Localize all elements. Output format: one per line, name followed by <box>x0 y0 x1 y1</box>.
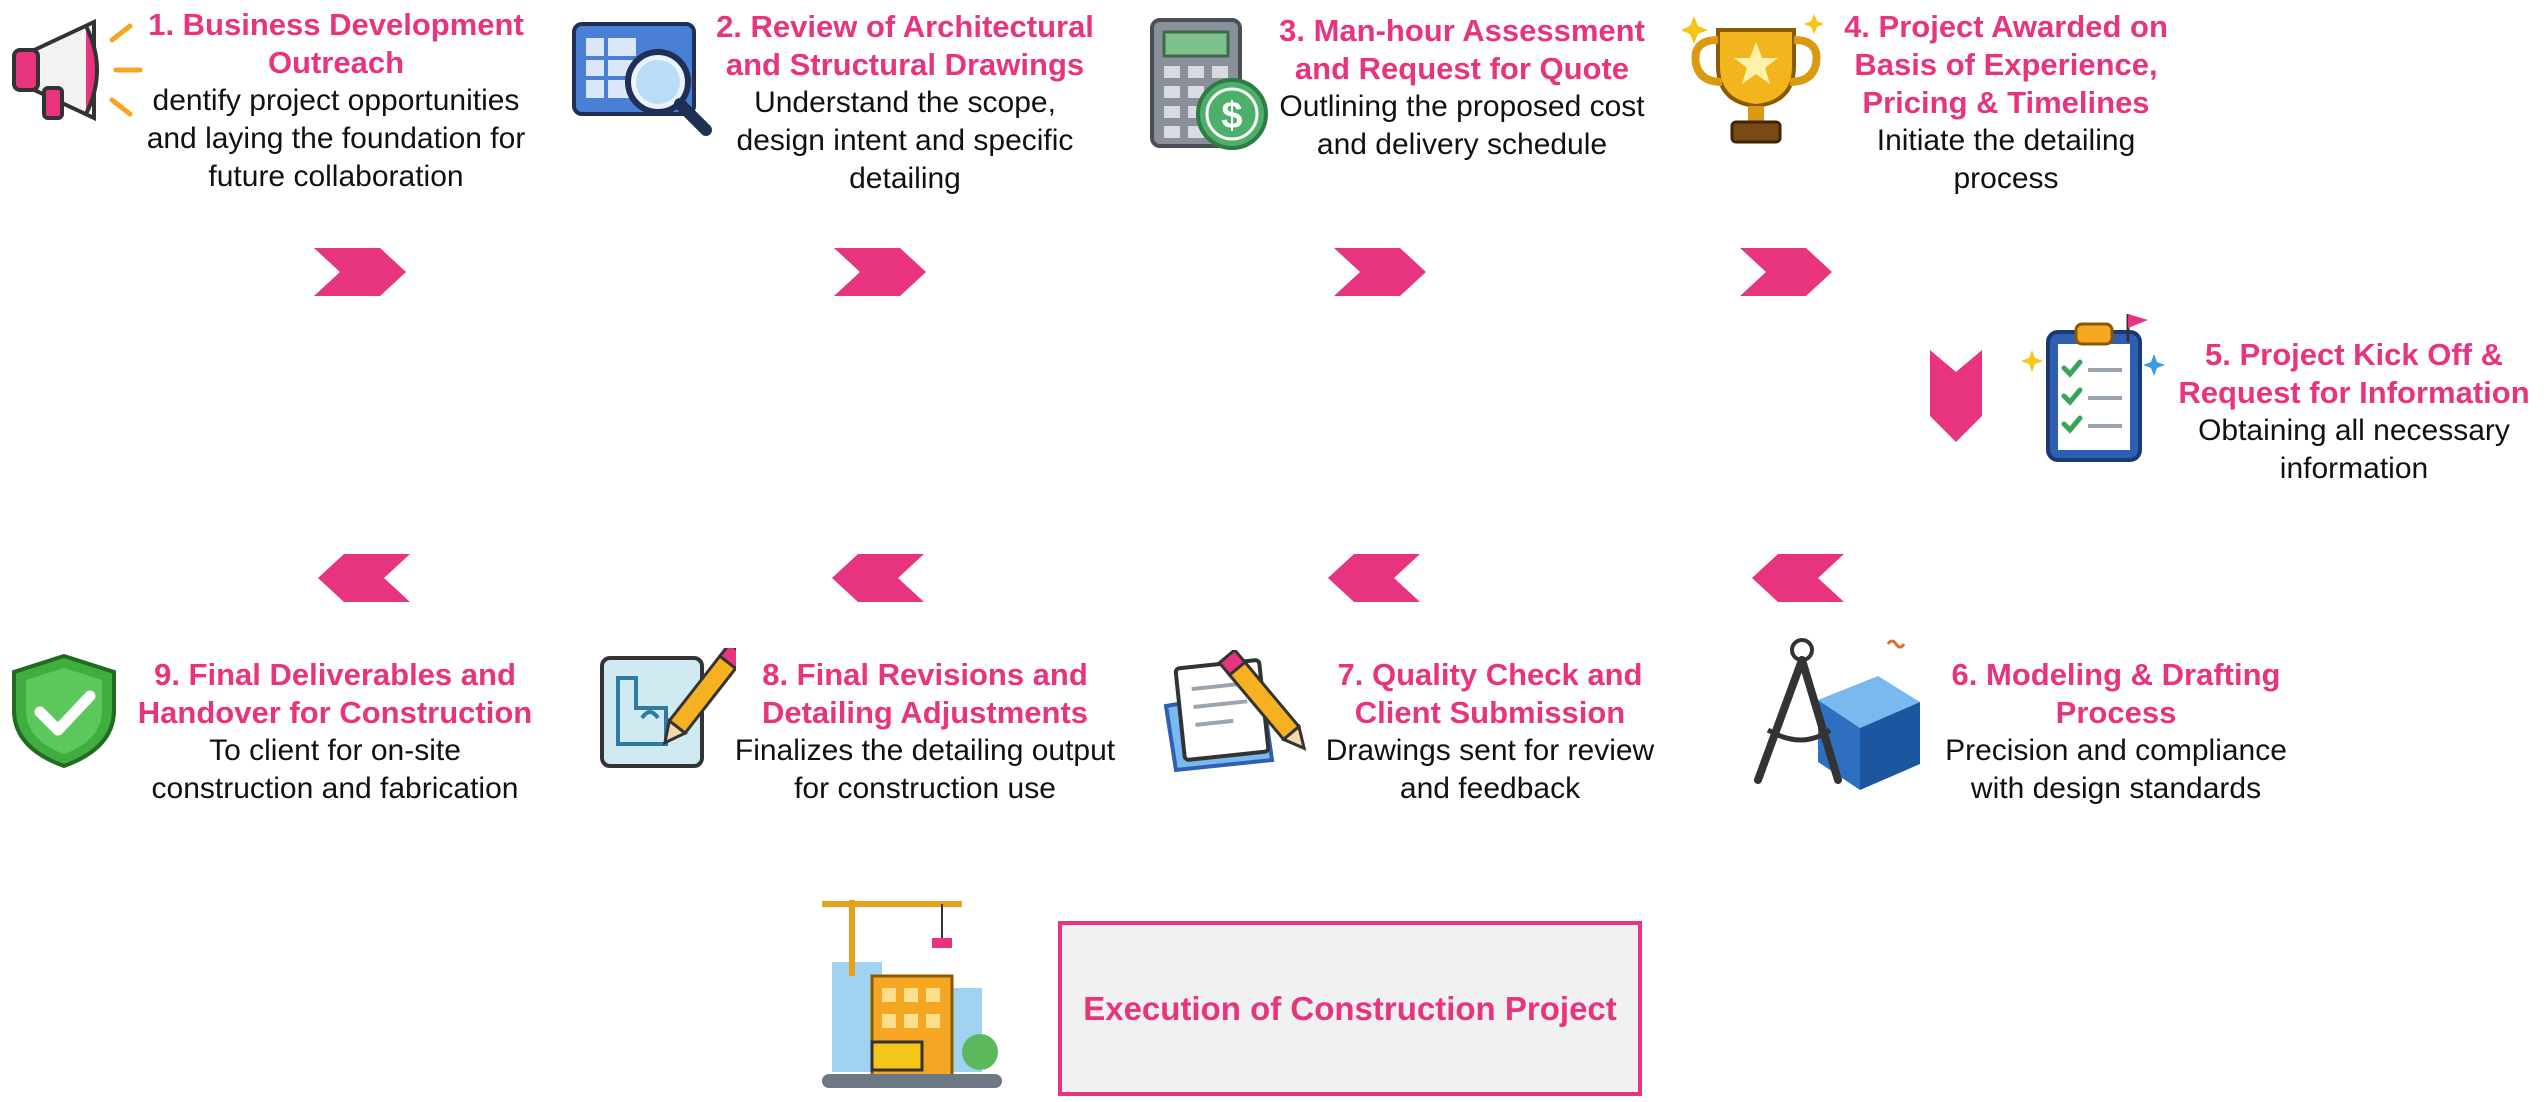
step-title: 5. Project Kick Off & Request for Inform… <box>2178 337 2530 410</box>
step-title: 1. Business Development Outreach <box>148 7 524 80</box>
arrow-left-chevron <box>1328 554 1420 602</box>
step-title: 2. Review of Architectural and Structura… <box>716 9 1094 82</box>
step-title: 7. Quality Check and Client Submission <box>1337 657 1643 730</box>
step-title: 6. Modeling & Drafting Process <box>1951 657 2281 730</box>
step-description: To client for on-site construction and f… <box>151 734 519 805</box>
step-title: 3. Man-hour Assessment and Request for Q… <box>1279 13 1645 86</box>
step-1: 1. Business Development Outreach dentify… <box>126 6 546 196</box>
step-5: 5. Project Kick Off & Request for Inform… <box>2164 336 2544 488</box>
arrow-left-chevron <box>1752 554 1844 602</box>
drawing-pencil-icon <box>600 648 736 768</box>
step-7: 7. Quality Check and Client Submission D… <box>1300 656 1680 808</box>
step-description: Finalizes the detailing output for const… <box>734 734 1116 805</box>
step-8: 8. Final Revisions and Detailing Adjustm… <box>720 656 1130 808</box>
arrow-left-chevron <box>832 554 924 602</box>
step-description: Obtaining all necessary information <box>2198 414 2510 485</box>
step-description: dentify project opportunities and laying… <box>146 84 526 193</box>
calculator-dollar-icon: $ <box>1150 18 1268 150</box>
megaphone-icon <box>12 18 143 122</box>
step-title: 8. Final Revisions and Detailing Adjustm… <box>761 657 1089 730</box>
step-description: Initiate the detailing process <box>1876 124 2136 195</box>
step-description: Drawings sent for review and feedback <box>1325 734 1655 805</box>
svg-text:$: $ <box>1221 95 1242 137</box>
arrow-down-chevron <box>1930 350 1982 442</box>
arrow-right-chevron <box>834 248 926 296</box>
step-6: 6. Modeling & Drafting Process Precision… <box>1916 656 2316 808</box>
final-outcome-label: Execution of Construction Project <box>1083 989 1617 1027</box>
compass-cube-icon <box>1754 638 1920 790</box>
arrow-left-chevron <box>318 554 410 602</box>
step-description: Outlining the proposed cost and delivery… <box>1279 90 1645 161</box>
step-4: 4. Project Awarded on Basis of Experienc… <box>1816 8 2196 198</box>
clipboard-checklist-icon <box>2021 314 2165 462</box>
step-description: Precision and compliance with design sta… <box>1945 734 2287 805</box>
trophy-icon <box>1682 14 1824 144</box>
shield-check-icon <box>12 653 116 769</box>
arrow-right-chevron <box>1334 248 1426 296</box>
step-2: 2. Review of Architectural and Structura… <box>700 8 1110 198</box>
step-3: 3. Man-hour Assessment and Request for Q… <box>1262 12 1662 164</box>
documents-pencil-icon <box>1163 650 1307 773</box>
step-title: 9. Final Deliverables and Handover for C… <box>137 657 533 730</box>
construction-site-icon <box>822 900 1002 1088</box>
step-title: 4. Project Awarded on Basis of Experienc… <box>1844 9 2168 120</box>
blueprint-magnifier-icon <box>572 22 712 136</box>
step-description: Understand the scope, design intent and … <box>736 86 1074 195</box>
final-outcome-box: Execution of Construction Project <box>1058 921 1642 1096</box>
arrow-right-chevron <box>1740 248 1832 296</box>
step-9: 9. Final Deliverables and Handover for C… <box>120 656 550 808</box>
arrow-right-chevron <box>314 248 406 296</box>
